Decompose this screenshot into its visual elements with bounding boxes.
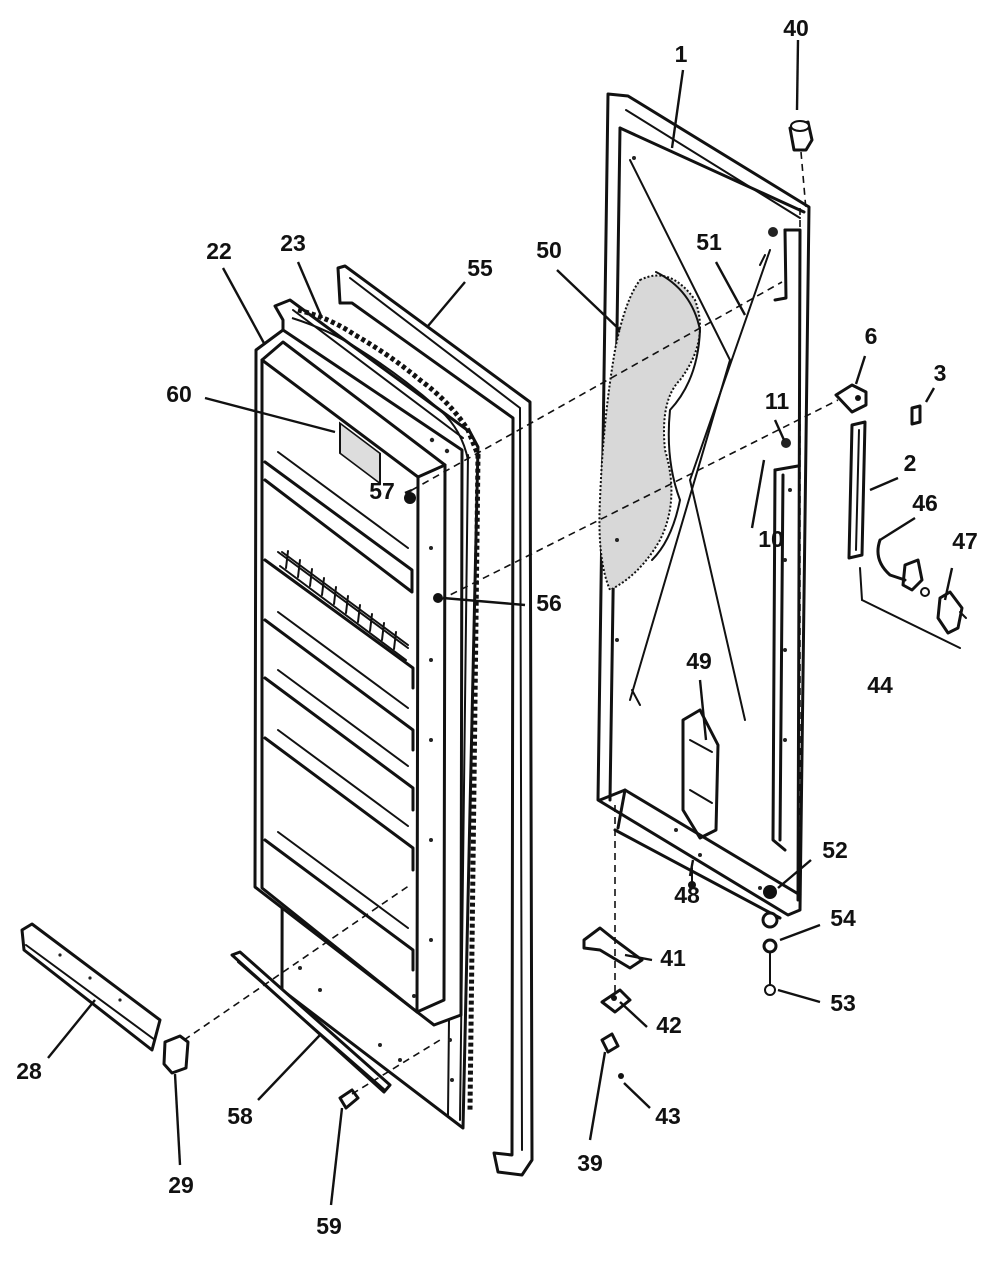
part-label-53: 53 (830, 990, 856, 1016)
screw-56 (433, 593, 443, 603)
part-label-1: 1 (675, 41, 688, 67)
part-label-49: 49 (686, 648, 712, 674)
part-label-54: 54 (830, 905, 856, 931)
door-liner (253, 328, 464, 1027)
cabinet-screws (615, 156, 792, 890)
part-label-48: 48 (674, 882, 700, 908)
cabinet-tubing (629, 159, 771, 721)
leader-lines (47, 39, 954, 1206)
part-label-11: 11 (765, 388, 790, 414)
door-bottom-strip (230, 950, 392, 1094)
part-label-23: 23 (280, 230, 306, 256)
part-label-2: 2 (904, 450, 917, 476)
part-label-46: 46 (912, 490, 938, 516)
part-label-28: 28 (16, 1058, 42, 1084)
door-edge-screws (298, 437, 454, 1082)
kickplate-clip (162, 1034, 190, 1075)
part-label-59: 59 (316, 1213, 342, 1239)
part-labels: 1 40 22 23 55 50 51 6 3 60 11 2 57 46 10 47 56 49 44 52 48 54… (16, 15, 978, 1239)
part-label-51: 51 (696, 229, 722, 255)
wire-rack (279, 550, 409, 661)
part-label-6: 6 (865, 323, 878, 349)
info-label-plate (339, 421, 381, 486)
insulation (598, 274, 701, 592)
drain-cover (681, 708, 720, 840)
part-label-52: 52 (822, 837, 848, 863)
part-label-55: 55 (467, 255, 493, 281)
part-label-57: 57 (369, 478, 395, 504)
part-label-39: 39 (577, 1150, 603, 1176)
part-label-50: 50 (536, 237, 562, 263)
part-label-41: 41 (660, 945, 686, 971)
assembly-lines (183, 151, 839, 1095)
part-label-60: 60 (166, 381, 192, 407)
bottom-hinge (582, 926, 644, 1079)
part-label-47: 47 (952, 528, 978, 554)
part-label-58: 58 (227, 1103, 253, 1129)
part-label-40: 40 (783, 15, 809, 41)
part-label-43: 43 (655, 1103, 681, 1129)
hinge-screws (688, 867, 779, 996)
door-bottom-screw (338, 1088, 360, 1110)
part-label-22: 22 (206, 238, 232, 264)
part-label-42: 42 (656, 1012, 682, 1038)
part-label-56: 56 (536, 590, 562, 616)
insulation-edge (651, 271, 702, 561)
light-switch-assembly (859, 538, 967, 649)
top-hinge-bushing (788, 120, 814, 152)
part-label-44: 44 (867, 672, 893, 698)
part-label-10: 10 (758, 526, 784, 552)
hinge-bracket (834, 383, 868, 414)
part-label-29: 29 (168, 1172, 194, 1198)
small-clip (910, 404, 922, 426)
door-gasket-edge (291, 307, 481, 1111)
part-label-3: 3 (934, 360, 947, 386)
screw-57 (404, 492, 416, 504)
kickplate (20, 922, 162, 1052)
door-gasket (336, 264, 534, 1177)
